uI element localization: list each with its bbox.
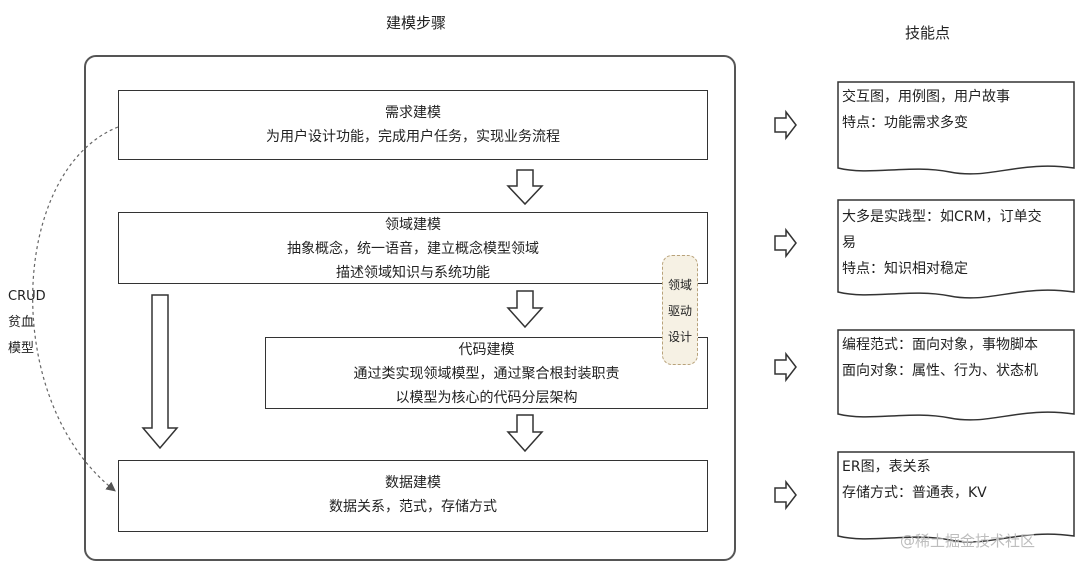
step-line: 抽象概念，统一语音，建立概念模型领域 xyxy=(287,241,539,257)
right-arrow-3 xyxy=(774,351,797,383)
step-box-domain: 领域建模 抽象概念，统一语音，建立概念模型领域 描述领域知识与系统功能 xyxy=(118,212,708,284)
step-title: 数据建模 xyxy=(385,475,441,491)
ddd-label-line: 领域 xyxy=(667,278,692,292)
crud-label-line: CRUD xyxy=(8,289,46,304)
skill-text-3: 编程范式：面向对象，事物脚本 面向对象：属性、行为、状态机 xyxy=(842,332,1038,384)
skill-line: 大多是实践型：如CRM，订单交 xyxy=(842,209,1042,225)
step-line: 以模型为核心的代码分层架构 xyxy=(395,390,578,406)
skill-text-1: 交互图，用例图，用户故事 特点：功能需求多变 xyxy=(842,84,1010,136)
right-arrow-4 xyxy=(774,479,797,511)
skill-line: 易 xyxy=(842,235,856,251)
skills-title: 技能点 xyxy=(905,24,951,42)
crud-label: CRUD 贫血 模型 xyxy=(8,284,46,362)
skill-line: 交互图，用例图，用户故事 xyxy=(842,89,1010,105)
skill-text-4: ER图，表关系 存储方式：普通表，KV xyxy=(842,454,987,506)
steps-title: 建模步骤 xyxy=(386,14,447,32)
skill-text-2: 大多是实践型：如CRM，订单交 易 特点：知识相对稳定 xyxy=(842,204,1042,282)
step-title: 领域建模 xyxy=(385,217,441,233)
skill-line: ER图，表关系 xyxy=(842,459,931,475)
step-line: 为用户设计功能，完成用户任务，实现业务流程 xyxy=(266,129,560,145)
right-arrow-1 xyxy=(774,109,797,141)
step-line: 数据关系，范式，存储方式 xyxy=(329,499,497,515)
ddd-label-line: 设计 xyxy=(667,330,692,344)
step-title: 代码建模 xyxy=(458,342,515,358)
skill-line: 特点：知识相对稳定 xyxy=(842,261,968,277)
crud-label-line: 模型 xyxy=(8,341,35,356)
watermark: @稀土掘金技术社区 xyxy=(900,532,1036,550)
right-arrow-2 xyxy=(774,227,797,259)
step-box-data: 数据建模 数据关系，范式，存储方式 xyxy=(118,460,708,532)
ddd-label: 领域 驱动 设计 xyxy=(662,255,698,365)
step-title: 需求建模 xyxy=(385,105,441,121)
skill-line: 编程范式：面向对象，事物脚本 xyxy=(842,337,1038,353)
step-line: 描述领域知识与系统功能 xyxy=(336,265,490,281)
skill-line: 存储方式：普通表，KV xyxy=(842,485,987,501)
step-box-requirements: 需求建模 为用户设计功能，完成用户任务，实现业务流程 xyxy=(118,90,708,160)
skill-line: 面向对象：属性、行为、状态机 xyxy=(842,363,1038,379)
step-box-code: 代码建模 通过类实现领域模型，通过聚合根封装职责 以模型为核心的代码分层架构 xyxy=(265,337,708,409)
step-line: 通过类实现领域模型，通过聚合根封装职责 xyxy=(353,366,620,382)
ddd-label-line: 驱动 xyxy=(667,304,692,318)
crud-label-line: 贫血 xyxy=(8,315,35,330)
skill-line: 特点：功能需求多变 xyxy=(842,115,968,131)
